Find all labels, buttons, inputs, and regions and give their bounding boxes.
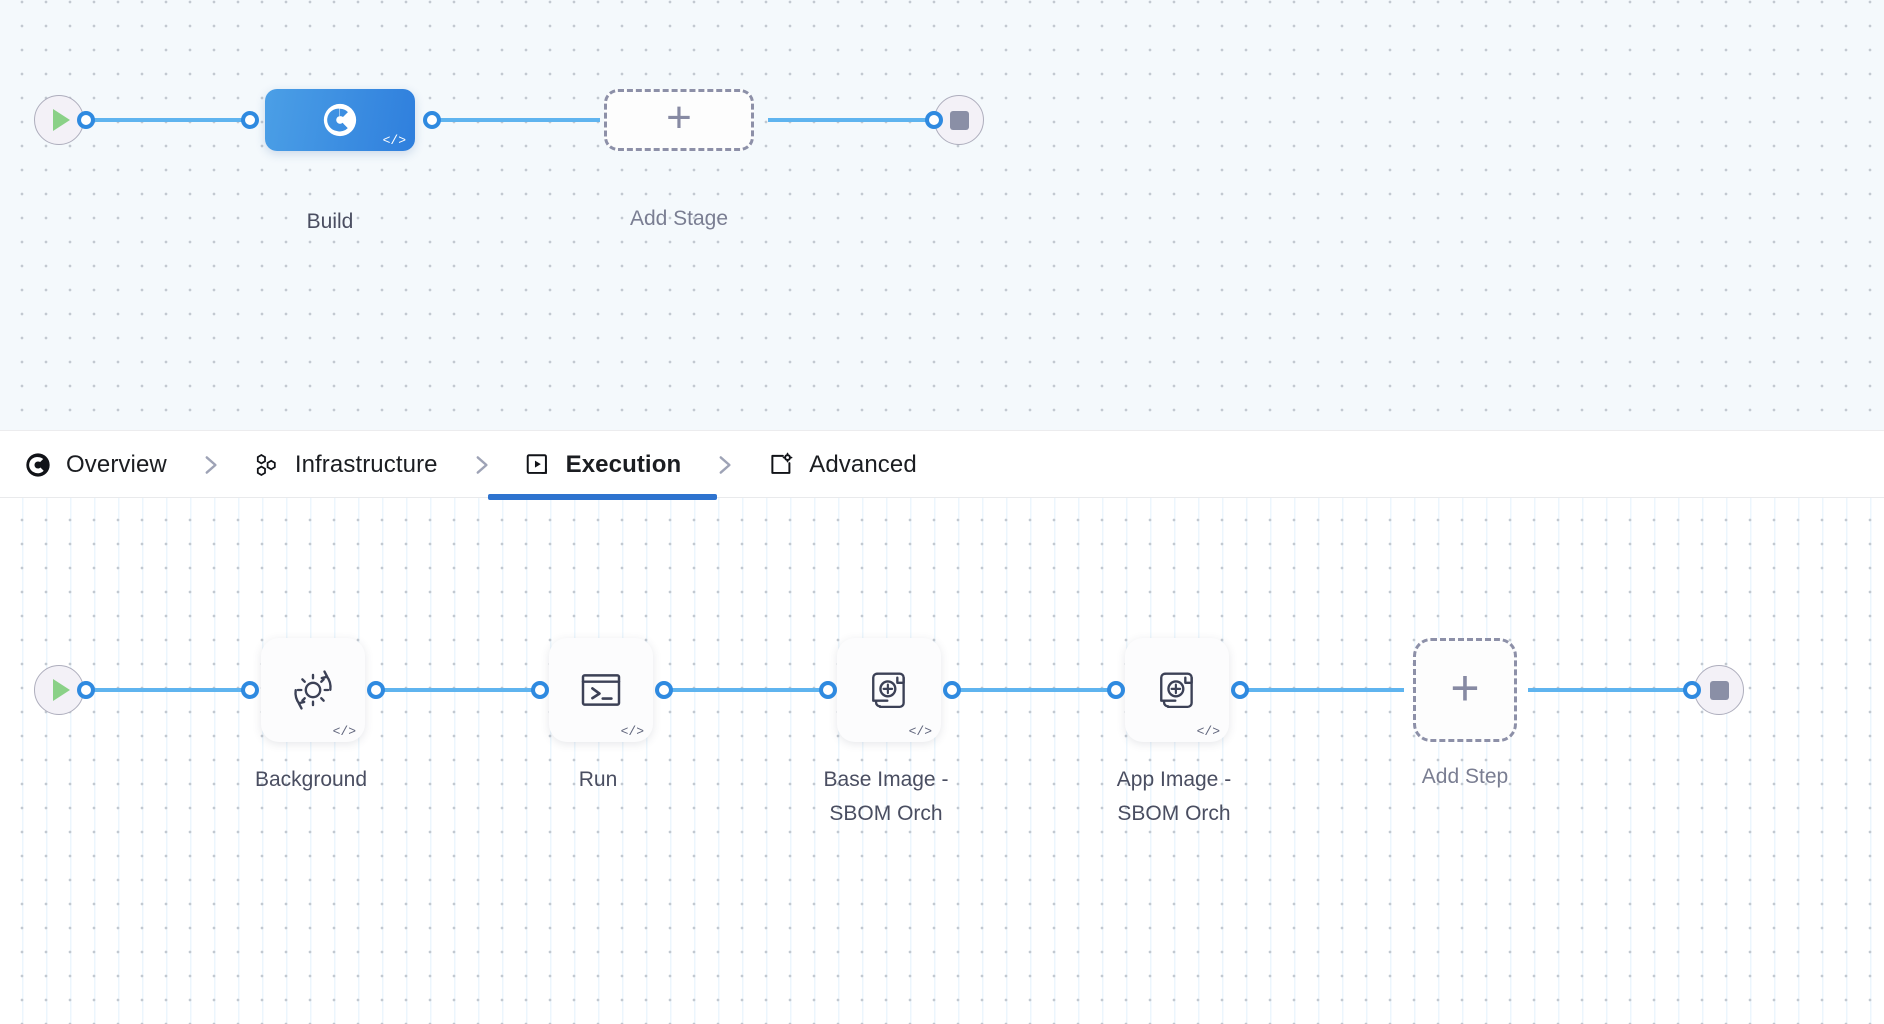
step-node-run-output-port[interactable] bbox=[655, 681, 673, 699]
chevron-right-icon bbox=[205, 455, 217, 474]
tab-overview-label: Overview bbox=[66, 450, 167, 478]
code-badge: </> bbox=[332, 724, 356, 739]
harness-ci-build-icon bbox=[323, 103, 357, 137]
stage-node-build-output-port[interactable] bbox=[423, 111, 441, 129]
play-icon bbox=[53, 109, 70, 131]
step-edge-addstep-end bbox=[1528, 688, 1692, 692]
gear-refresh-icon bbox=[294, 670, 332, 710]
stop-icon bbox=[1709, 680, 1729, 700]
advanced-icon bbox=[771, 452, 793, 474]
plus-icon: + bbox=[1450, 660, 1480, 716]
step-start-port[interactable] bbox=[77, 681, 95, 699]
tab-separator-2 bbox=[444, 452, 518, 478]
add-step-button[interactable]: + bbox=[1413, 638, 1517, 742]
step-node-background-output-port[interactable] bbox=[367, 681, 385, 699]
step-node-background-label: Background bbox=[254, 768, 368, 791]
tab-advanced-label: Advanced bbox=[809, 450, 917, 478]
tab-overview[interactable]: Overview bbox=[18, 431, 173, 498]
scroll-plus-icon bbox=[1160, 672, 1193, 709]
step-node-base-image-sbom-label: Base Image - SBOM Orch bbox=[823, 768, 949, 825]
tab-advanced[interactable]: Advanced bbox=[761, 431, 923, 498]
tab-execution[interactable]: Execution bbox=[487, 431, 718, 500]
step-edge-appimage-addstep bbox=[1240, 688, 1404, 692]
step-end-port[interactable] bbox=[1683, 681, 1701, 699]
stage-node-build-label: Build bbox=[306, 210, 354, 233]
scroll-plus-icon bbox=[872, 672, 905, 709]
code-badge: </> bbox=[620, 724, 644, 739]
play-icon bbox=[53, 679, 70, 701]
step-node-app-image-sbom-label: App Image - SBOM Orch bbox=[1116, 768, 1232, 825]
step-start-node[interactable] bbox=[34, 665, 84, 715]
stage-start-port[interactable] bbox=[77, 111, 95, 129]
step-node-base-image-sbom-output-port[interactable] bbox=[943, 681, 961, 699]
tab-infrastructure[interactable]: Infrastructure bbox=[247, 431, 444, 498]
step-node-run[interactable]: </> bbox=[549, 638, 653, 742]
stage-edge-start-build bbox=[86, 118, 250, 122]
step-end-node[interactable] bbox=[1694, 665, 1744, 715]
pipeline-stage-canvas[interactable]: </> Build + Add Stage bbox=[0, 0, 1884, 430]
step-node-app-image-sbom[interactable]: </> bbox=[1125, 638, 1229, 742]
stage-edge-addstage-end bbox=[768, 118, 946, 122]
stage-node-build-input-port[interactable] bbox=[241, 111, 259, 129]
step-edge-baseimage-appimage bbox=[952, 688, 1116, 692]
step-node-background-input-port[interactable] bbox=[241, 681, 259, 699]
chevron-right-icon bbox=[476, 455, 488, 474]
step-edge-start-background bbox=[86, 688, 250, 692]
stage-edge-build-addstage bbox=[432, 118, 600, 122]
step-node-app-image-sbom-input-port[interactable] bbox=[1107, 681, 1125, 699]
tab-infrastructure-label: Infrastructure bbox=[294, 450, 438, 478]
step-edge-run-baseimage bbox=[664, 688, 828, 692]
tab-execution-label: Execution bbox=[565, 450, 682, 478]
add-step-label: Add Step bbox=[1421, 765, 1509, 788]
code-badge: </> bbox=[908, 724, 932, 739]
tab-separator-3 bbox=[687, 452, 761, 478]
plus-icon: + bbox=[666, 93, 692, 142]
step-node-run-label: Run bbox=[578, 768, 618, 791]
add-stage-label: Add Stage bbox=[629, 207, 729, 230]
stage-start-node[interactable] bbox=[34, 95, 84, 145]
stop-icon bbox=[949, 110, 969, 130]
chevron-right-icon bbox=[719, 455, 731, 474]
stage-config-tabs: Overview Infrastructure bbox=[0, 430, 1884, 500]
tab-execution-active-indicator bbox=[487, 494, 718, 500]
tab-separator-1 bbox=[173, 452, 247, 478]
terminal-icon bbox=[581, 674, 621, 706]
stage-end-port[interactable] bbox=[925, 111, 943, 129]
code-badge: </> bbox=[382, 133, 406, 148]
step-node-base-image-sbom[interactable]: </> bbox=[837, 638, 941, 742]
step-node-run-input-port[interactable] bbox=[531, 681, 549, 699]
step-node-background[interactable]: </> bbox=[261, 638, 365, 742]
pipeline-step-canvas[interactable]: </> Background </> Run bbox=[0, 498, 1884, 1024]
execution-icon bbox=[526, 453, 547, 474]
step-node-app-image-sbom-output-port[interactable] bbox=[1231, 681, 1249, 699]
stage-node-build[interactable]: </> bbox=[265, 89, 415, 151]
infrastructure-icon bbox=[256, 453, 276, 476]
step-node-base-image-sbom-input-port[interactable] bbox=[819, 681, 837, 699]
step-edge-background-run bbox=[376, 688, 540, 692]
add-stage-button[interactable]: + bbox=[604, 89, 754, 151]
code-badge: </> bbox=[1196, 724, 1220, 739]
overview-icon bbox=[26, 452, 50, 477]
